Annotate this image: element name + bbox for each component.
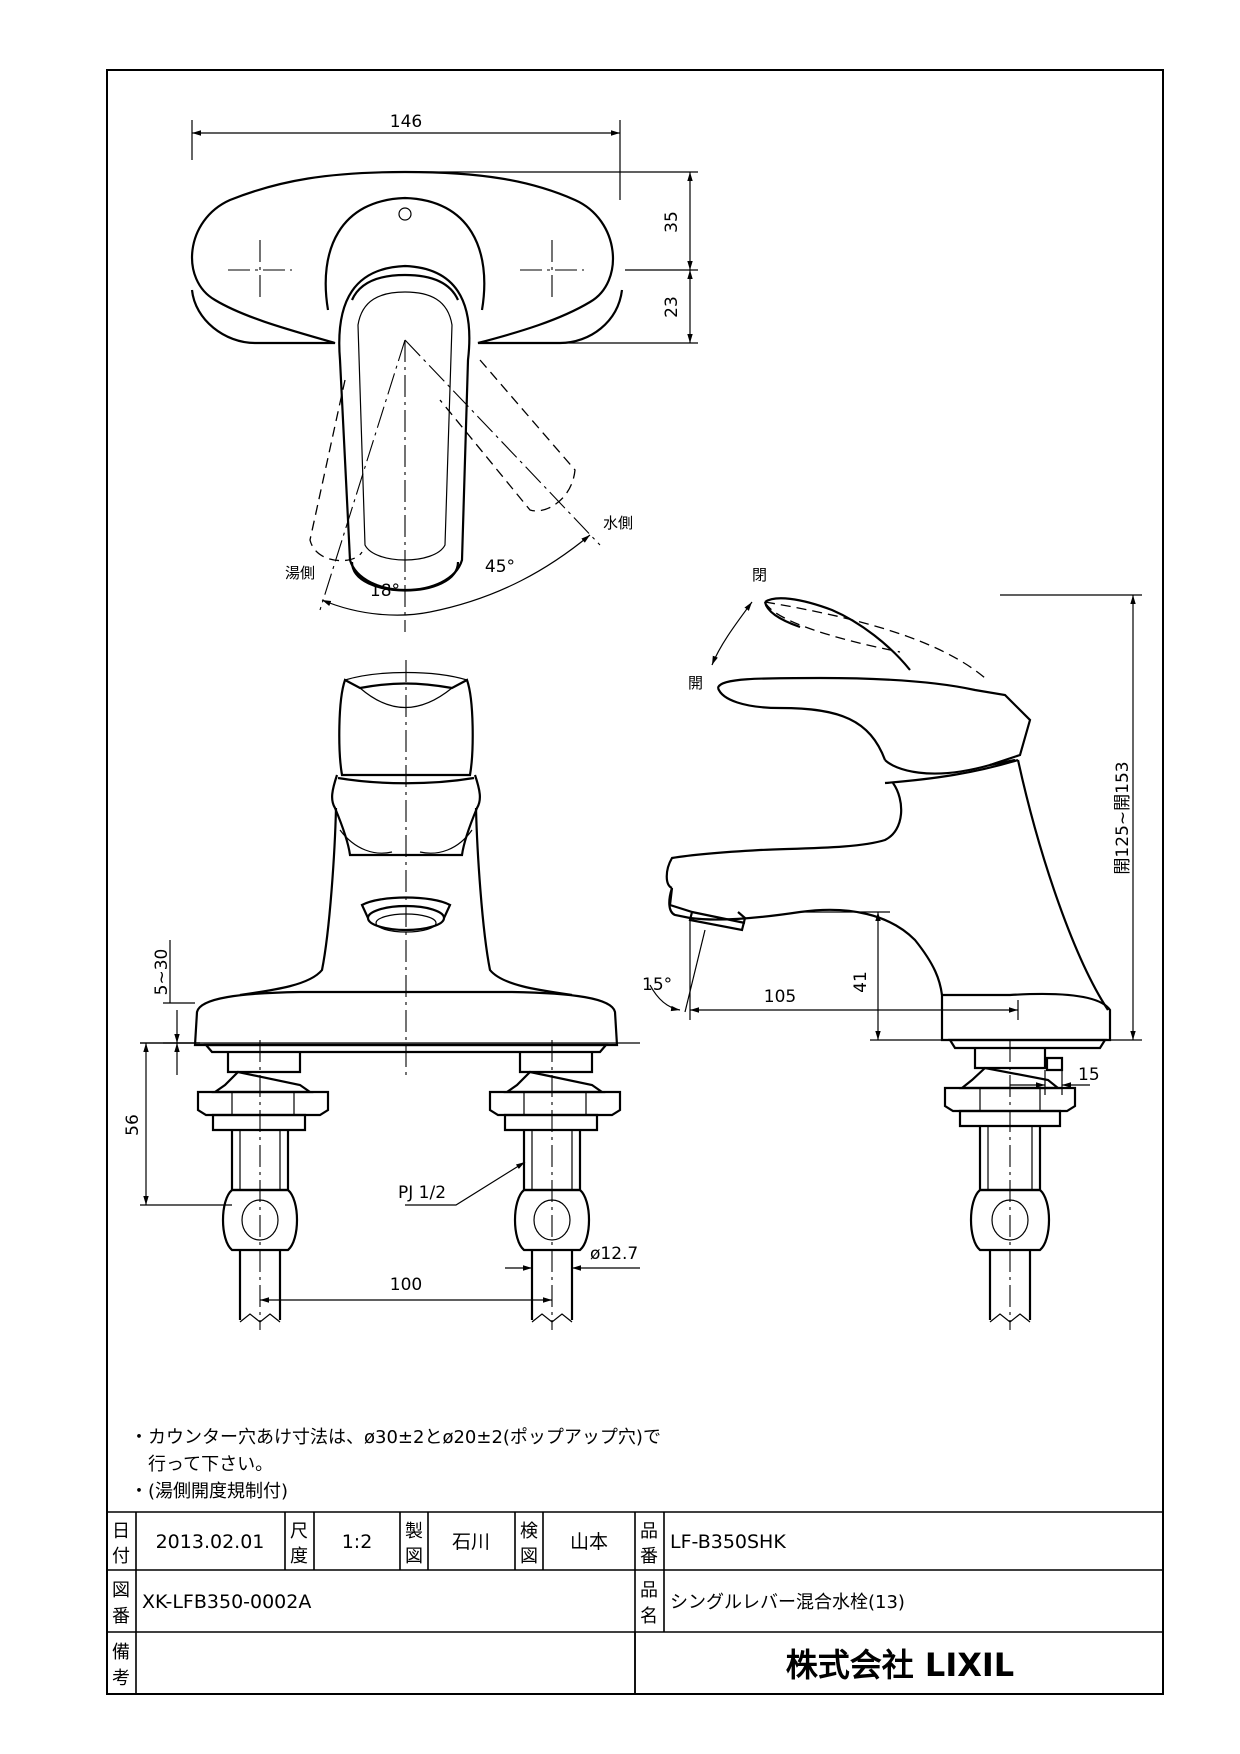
tb-scale-label-2: 度 [290,1546,308,1567]
dim-height-range: 開125~開153 [1113,761,1133,874]
tb-name-label-2: 名 [640,1606,658,1627]
note-line-2: 行って下さい。 [148,1454,273,1475]
side-view [649,594,1142,1330]
tb-product-name: シングルレバー混合水栓(13) [670,1592,905,1613]
tb-remarks-label-2: 考 [112,1668,130,1689]
label-cold-side: 水側 [603,514,633,532]
label-closed: 閉 [752,566,767,584]
tb-checked-label-1: 検 [520,1521,538,1542]
tb-dwgno-label-1: 図 [112,1580,130,1601]
dim-shank-56: 56 [123,1114,143,1136]
dim-spacing-100: 100 [390,1275,422,1295]
note-line-1: ・カウンター穴あけ寸法は、ø30±2とø20±2(ポップアップ穴)で [130,1427,661,1448]
note-line-3: ・(湯側開度規制付) [130,1481,288,1502]
tb-remarks-label-1: 備 [112,1642,130,1663]
tb-partno-label-2: 番 [640,1546,658,1567]
title-block [107,1511,1163,1694]
tb-checked-label-2: 図 [520,1546,538,1567]
label-thread-pj: PJ 1/2 [398,1183,446,1203]
tb-date-label-1: 日 [112,1521,130,1542]
dim-deck-5-30: 5~30 [152,949,172,996]
label-hot-side: 湯側 [285,564,315,582]
tb-scale-label-1: 尺 [290,1521,308,1542]
tb-scale: 1:2 [342,1531,373,1553]
tb-date: 2013.02.01 [156,1531,265,1553]
dim-clearance-41: 41 [851,971,871,993]
dim-plate-35: 35 [662,211,682,233]
tb-partno-label-1: 品 [640,1521,658,1542]
tb-checked-by: 山本 [570,1531,608,1553]
company-logo: 株式会社 LIXIL [786,1646,1014,1684]
dim-reach-105: 105 [764,987,796,1007]
dim-pipe-dia: ø12.7 [590,1244,638,1264]
tb-drawing-number: XK-LFB350-0002A [142,1591,311,1613]
tb-name-label-1: 品 [640,1580,658,1601]
tb-drawn-label-1: 製 [405,1521,423,1542]
drawing-frame [106,69,1164,1695]
tb-dwgno-label-2: 番 [112,1606,130,1627]
dim-spout-angle: 15° [642,975,672,995]
front-view [140,660,640,1330]
tb-part-number: LF-B350SHK [670,1531,786,1553]
dim-angle-cold: 45° [485,557,515,577]
dim-width-146: 146 [390,112,422,132]
tb-drawn-label-2: 図 [405,1546,423,1567]
label-open: 開 [688,674,703,692]
top-view [190,120,698,632]
tb-drawn-by: 石川 [452,1531,490,1553]
dim-angle-hot: 18° [370,581,400,601]
dim-plate-23: 23 [662,296,682,318]
tb-date-label-2: 付 [112,1546,130,1567]
dim-side-15: 15 [1078,1065,1100,1085]
